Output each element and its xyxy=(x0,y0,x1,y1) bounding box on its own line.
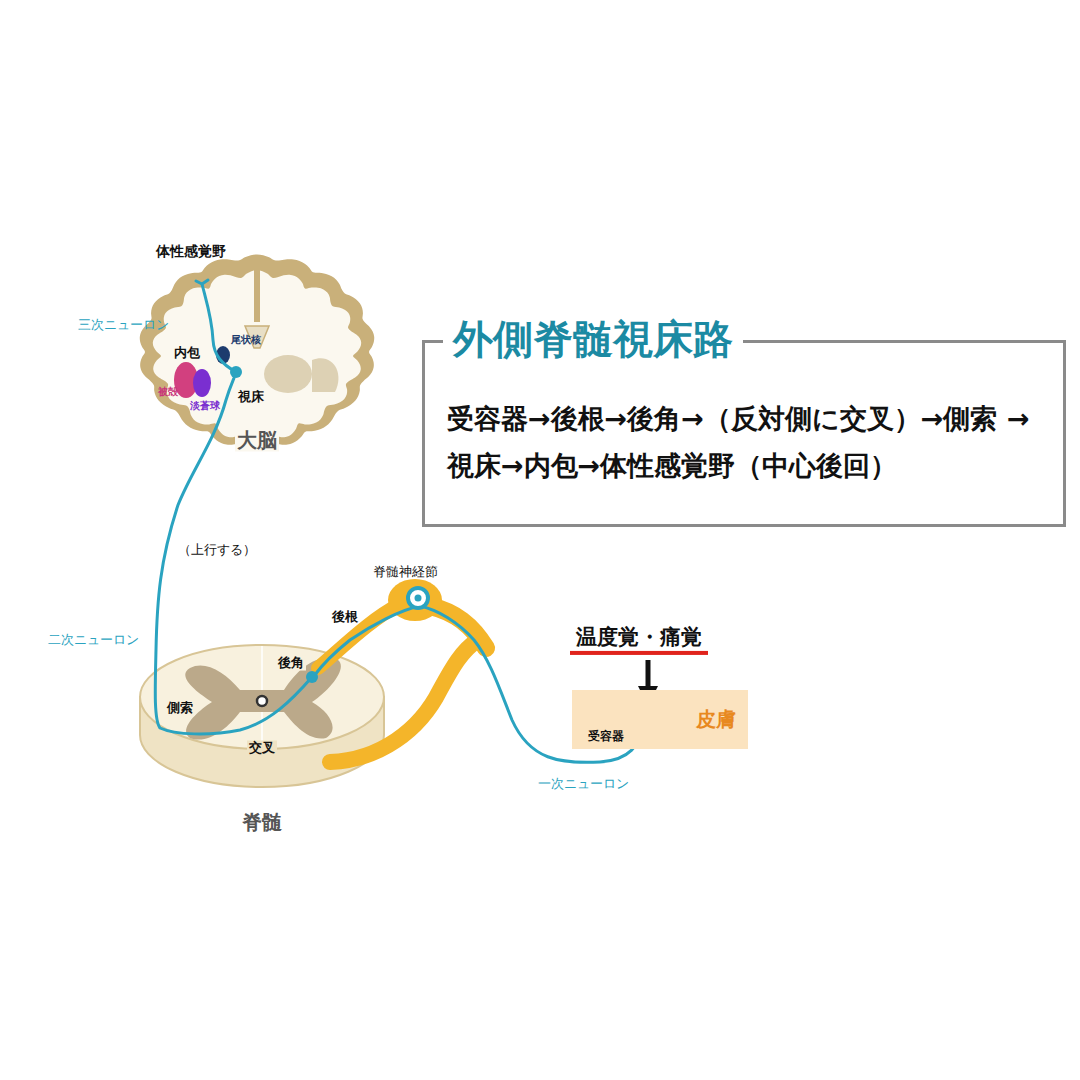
part-label: 交叉 xyxy=(247,741,277,756)
first-neuron-central xyxy=(314,606,420,676)
ventral-root xyxy=(330,640,478,762)
summary-box: 外側脊髄視床路受容器→後根→後角→（反対側に交叉）→側索 →視床→内包→体性感覚… xyxy=(422,340,1066,527)
skin-box: 受容器 皮膚 xyxy=(572,690,748,749)
part-label: 被殻 xyxy=(156,386,180,398)
neuron-label: 一次ニューロン xyxy=(536,777,631,792)
part-label: 尾状核 xyxy=(229,334,263,346)
thalamus xyxy=(264,355,312,393)
part-label: 後根 xyxy=(330,610,360,625)
note-label: （上行する） xyxy=(176,543,258,558)
box-title: 皮膚 xyxy=(696,706,736,733)
part-label: 視床 xyxy=(236,390,266,405)
second-neuron xyxy=(155,378,312,734)
globus-pallidus xyxy=(193,369,211,397)
synapse xyxy=(230,366,242,378)
part-label: 受容器 xyxy=(588,728,624,745)
neuron-label: 三次ニューロン xyxy=(76,318,171,333)
cortex xyxy=(140,254,374,449)
area-label: 体性感覚野 xyxy=(154,243,228,259)
brain xyxy=(140,254,374,449)
part-label: 内包 xyxy=(172,346,202,361)
box-body: 受容器→後根→後角→（反対側に交叉）→側索 →視床→内包→体性感覚野（中心後回） xyxy=(447,395,1047,490)
axon-terminal xyxy=(196,280,208,284)
part-label: 脊髄神経節 xyxy=(371,565,440,580)
central-canal xyxy=(257,696,267,706)
thalamus xyxy=(312,358,338,392)
neuron-label: 二次ニューロン xyxy=(46,633,141,648)
ganglion-nucleus xyxy=(415,595,422,602)
organ-label: 大脳 xyxy=(235,429,279,452)
organ-label: 脊髄 xyxy=(240,811,284,834)
part-label: 後角 xyxy=(276,656,306,671)
median-fissure xyxy=(261,646,263,690)
part-label: 側索 xyxy=(165,701,195,716)
third-neuron xyxy=(202,284,236,372)
part-label: 淡蒼球 xyxy=(188,400,222,412)
longitudinal-fissure xyxy=(254,262,260,322)
stimulus-label: 温度覚・痛覚 xyxy=(570,625,708,655)
ganglion-cell-body xyxy=(408,588,428,608)
box-title: 外側脊髄視床路 xyxy=(443,313,743,365)
nerve-roots xyxy=(318,579,486,762)
synapse xyxy=(306,671,318,683)
